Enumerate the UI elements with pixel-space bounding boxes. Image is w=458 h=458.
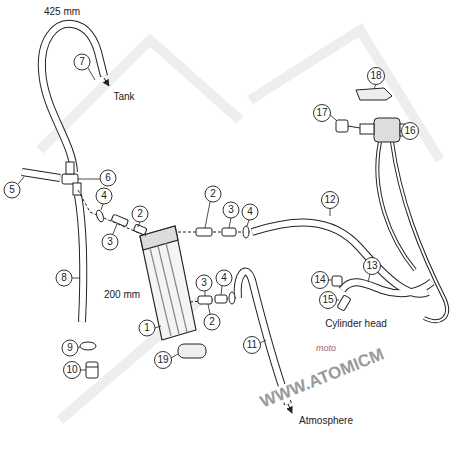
part-label: Tank [111,91,136,103]
callout-number: 10 [66,365,77,375]
callout-circle [102,234,118,250]
callout-circle [132,206,148,222]
callout-circle [320,292,337,309]
callout-number: 4 [101,191,107,201]
callout-circle [62,340,78,356]
callout-circle [244,337,261,354]
part-label: Cylinder head [323,318,389,330]
callout-circle [204,314,220,330]
callout-number: 12 [324,195,335,205]
part-label: Atmosphere [297,415,355,427]
callout-number: 2 [210,189,216,199]
callout-number: 2 [137,209,143,219]
callout-circle [312,272,329,289]
callout-circle [205,186,221,202]
callout-number: 14 [314,275,325,285]
callout-circle [223,202,239,218]
callout-circle [100,170,116,186]
callout-number: 16 [404,126,415,136]
callout-circle [74,54,90,70]
callout-number: 9 [67,343,73,353]
callout-circle [139,320,155,336]
callout-number: 3 [201,278,207,288]
callout-circle [155,352,172,369]
part-label: 200 mm [102,289,142,301]
callout-circle [314,105,331,122]
callout-circle [402,123,419,140]
callout-number: 15 [322,295,333,305]
part-label: 425 mm [42,6,82,18]
callout-number: 19 [157,355,168,365]
callout-number: 1 [144,323,150,333]
callout-number: 17 [316,108,327,118]
callout-number: 4 [247,207,253,217]
callout-circle [364,258,381,275]
callout-number: 5 [9,185,15,195]
callout-number: 13 [366,261,377,271]
callout-number: 3 [228,205,234,215]
callout-number: 4 [221,273,227,283]
callout-circle [96,188,112,204]
callout-number: 3 [107,237,113,247]
callout-circle [64,362,81,379]
callout-circle [368,68,385,85]
callout-number: 11 [247,340,257,350]
callout-number: 2 [209,317,215,327]
callout-circle [242,204,258,220]
callout-circle [4,182,20,198]
callout-number: 8 [61,273,67,283]
callout-number: 6 [105,173,111,183]
callout-circle [56,270,72,286]
watermark: moto [316,344,336,353]
callout-circle [196,275,212,291]
callout-circle [216,270,232,286]
callout-number: 18 [370,71,381,81]
callout-number: 7 [79,57,85,67]
callout-circle [322,192,339,209]
